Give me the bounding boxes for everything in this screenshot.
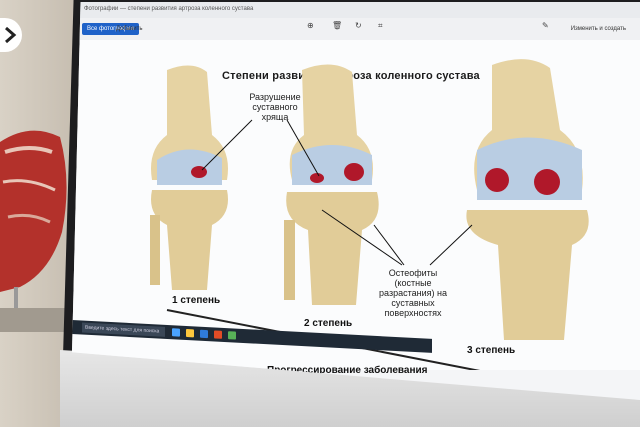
osteophyte-label: Остеофиты (костные разрастания) на суста… xyxy=(379,268,447,318)
chevron-right-icon xyxy=(5,26,17,44)
office-icon[interactable] xyxy=(214,330,222,339)
next-photo-button[interactable] xyxy=(0,18,22,52)
knee-stage-1 xyxy=(150,65,228,290)
stage-3-label: 3 степень xyxy=(467,345,516,356)
all-photos-button[interactable]: Все фотографии xyxy=(82,23,139,35)
add-button[interactable]: Добавить xyxy=(116,26,143,32)
taskbar-search-input[interactable]: Введите здесь текст для поиска xyxy=(82,322,165,337)
window-title: Фотографии — степени развития артроза ко… xyxy=(84,6,254,12)
progression-label: Прогрессирование заболевания xyxy=(267,365,428,376)
stage-2-label: 2 степень xyxy=(304,318,353,329)
knee-stage-2 xyxy=(284,64,379,305)
photo-viewer-window: Фотографии — степени развития артроза ко… xyxy=(72,2,640,400)
knee-illustration xyxy=(150,59,589,370)
cartilage-destruction-label: Разрушение суставного хряща xyxy=(249,92,301,122)
viewer-toolbar: Все фотографии Добавить ⊕ 🗑 ↻ ⌗ ✎ Измени… xyxy=(72,18,640,41)
trash-icon[interactable]: 🗑 xyxy=(332,21,343,30)
rotate-icon[interactable]: ↻ xyxy=(355,21,362,30)
stage-1-label: 1 степень xyxy=(172,295,221,306)
edge-icon[interactable] xyxy=(200,329,208,339)
taskbar-app-icon[interactable] xyxy=(172,328,180,337)
crop-icon[interactable]: ⌗ xyxy=(378,21,383,30)
zoom-in-icon[interactable]: ⊕ xyxy=(307,21,314,30)
knee-stage-3 xyxy=(466,59,589,340)
folder-icon[interactable] xyxy=(186,328,194,338)
edit-icon[interactable]: ✎ xyxy=(542,21,549,30)
edit-create-button[interactable]: Изменить и создать xyxy=(570,26,626,32)
anatomical-muscle-model xyxy=(0,130,70,332)
store-icon[interactable] xyxy=(228,331,236,340)
window-titlebar: Фотографии — степени развития артроза ко… xyxy=(72,2,640,18)
image-canvas: Степени развития артроза коленного суста… xyxy=(72,40,640,376)
